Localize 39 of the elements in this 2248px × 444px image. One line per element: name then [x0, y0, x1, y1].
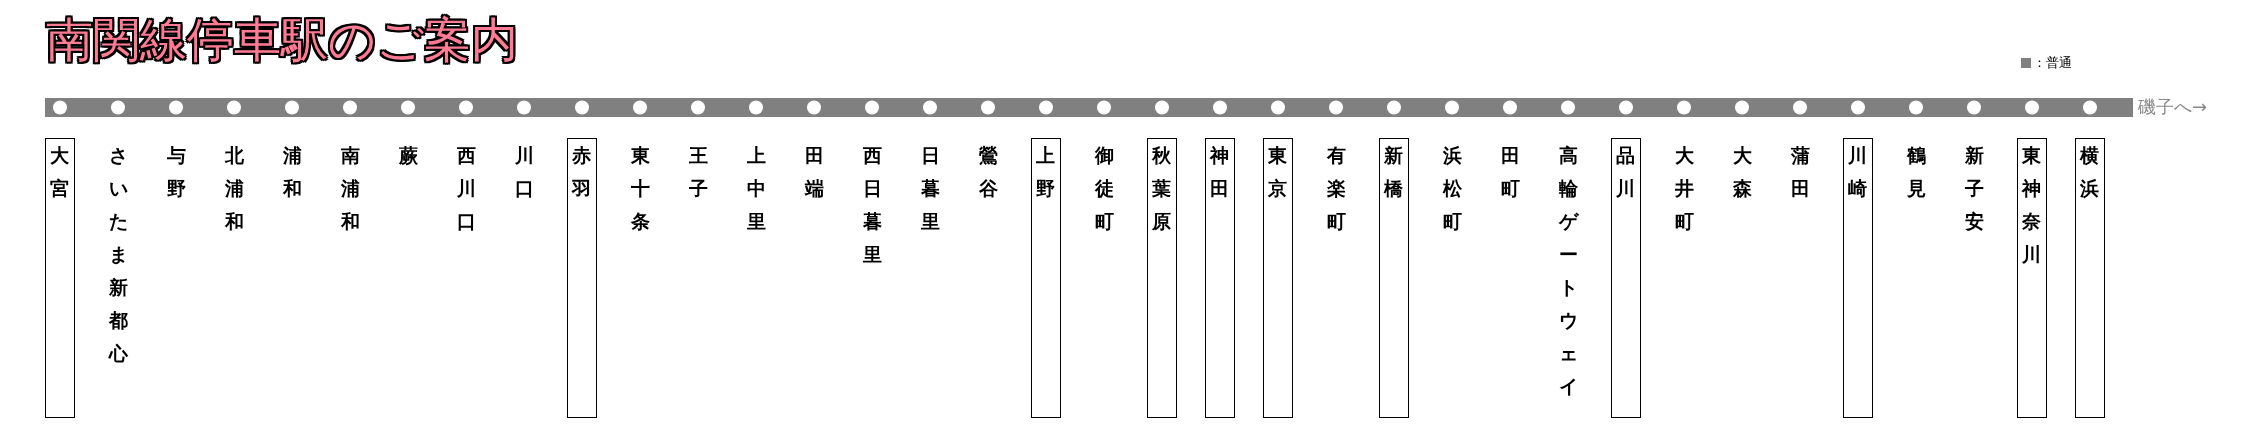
station-name: 新子安: [1964, 139, 1984, 238]
station-name: 高輪ゲートウェイ: [1558, 139, 1578, 403]
legend-text: ：普通: [2033, 55, 2072, 70]
station-name: 西川口: [456, 139, 476, 238]
station-box: 神田: [1205, 138, 1235, 418]
station-box: 大宮: [45, 138, 75, 418]
station-box: 東京: [1263, 138, 1293, 418]
station-name: 大井町: [1674, 139, 1694, 238]
station-name: 有楽町: [1326, 139, 1346, 238]
station-name: 蕨: [398, 139, 418, 172]
station-name: 田端: [804, 139, 824, 205]
station-box: 秋葉原: [1147, 138, 1177, 418]
station-name: 日暮里: [920, 139, 940, 238]
station-name: 川口: [514, 139, 534, 205]
station-name: 北浦和: [224, 139, 244, 238]
station-box: 赤羽: [567, 138, 597, 418]
station-name: 王子: [688, 139, 708, 205]
station-box: 東神奈川: [2017, 138, 2047, 418]
station-name: 御徒町: [1094, 139, 1114, 238]
station-name: 東十条: [630, 139, 650, 238]
station-box: 上野: [1031, 138, 1061, 418]
station-name: 鶯谷: [978, 139, 998, 205]
station-name: 大森: [1732, 139, 1752, 205]
station-box: 品川: [1611, 138, 1641, 418]
station-box: 川崎: [1843, 138, 1873, 418]
station-box: 新橋: [1379, 138, 1409, 418]
station-name: 浦和: [282, 139, 302, 205]
title: 南関線停車駅のご案内: [46, 11, 518, 69]
station-name: 田町: [1500, 139, 1520, 205]
station-name: 南浦和: [340, 139, 360, 238]
station-name: さいたま新都心: [108, 139, 128, 370]
station-box: 横浜: [2075, 138, 2105, 418]
station-name: 蒲田: [1790, 139, 1810, 205]
station-name: 与野: [166, 139, 186, 205]
station-name: 鶴見: [1906, 139, 1926, 205]
station-name: 浜松町: [1442, 139, 1462, 238]
direction-label: 磯子へ→: [2138, 96, 2208, 118]
station-name: 西日暮里: [862, 139, 882, 271]
station-name: 上中里: [746, 139, 766, 238]
